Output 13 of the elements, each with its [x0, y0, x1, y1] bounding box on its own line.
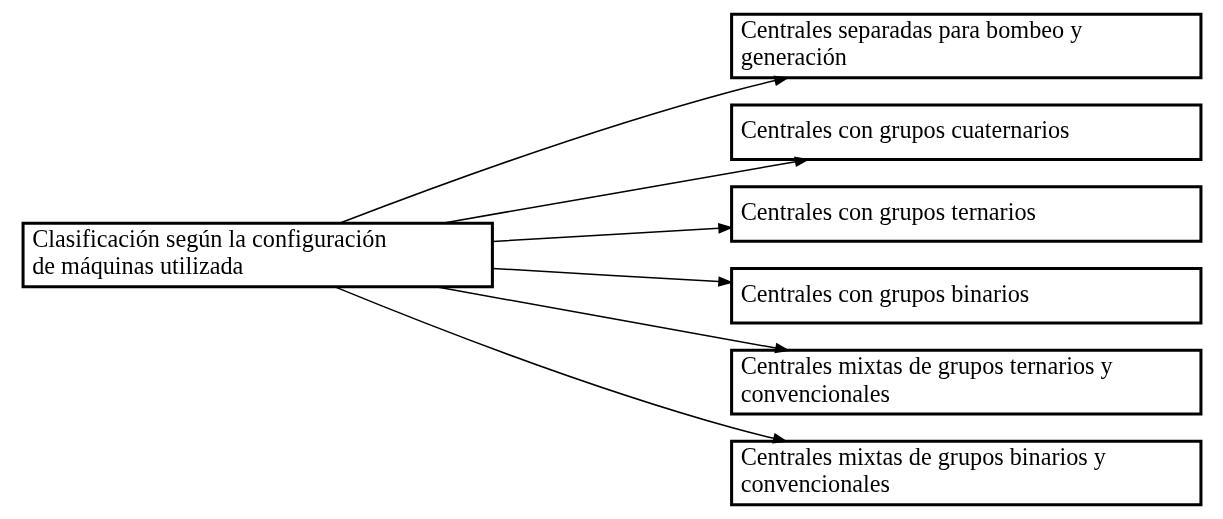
arrow	[333, 286, 788, 444]
node-box: Centrales mixtas de grupos ternarios y convencionales	[729, 348, 1202, 416]
arrow	[441, 156, 810, 224]
node-box: Centrales con grupos cuaternarios	[729, 103, 1202, 162]
arrow	[491, 223, 733, 243]
node-box: Centrales mixtas de grupos binarios y convencionales	[729, 439, 1202, 507]
node-box: Centrales separadas para bombeo y generación	[729, 12, 1202, 80]
node-box: Clasificación según la configuración de máquinas utilizada	[21, 221, 494, 289]
node-box: Centrales con grupos ternarios	[729, 185, 1202, 243]
arrow	[491, 267, 733, 287]
arrow	[338, 75, 789, 224]
arrow	[434, 286, 790, 354]
node-box: Centrales con grupos binarios	[729, 267, 1202, 325]
